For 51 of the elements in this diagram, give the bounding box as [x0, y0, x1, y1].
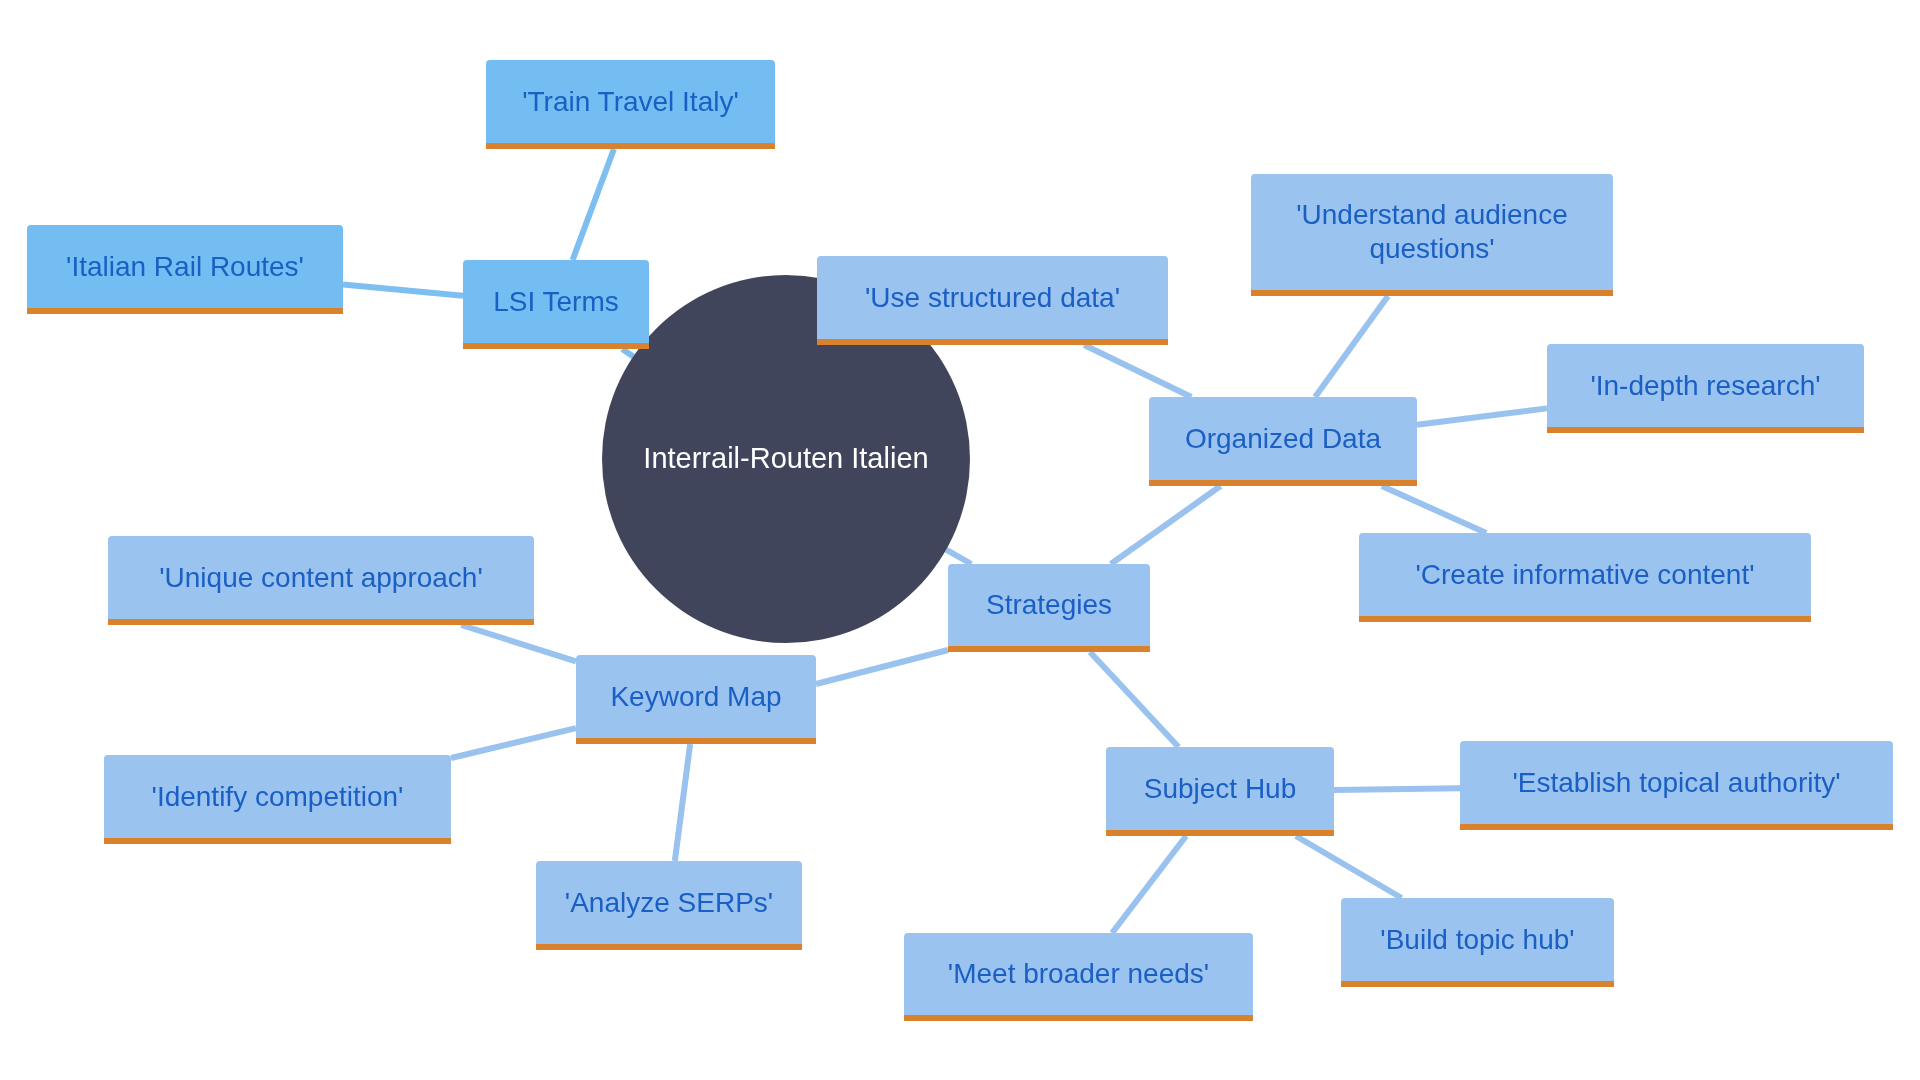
- connector-line: [671, 743, 694, 862]
- topic-text: 'Establish topical authority': [1512, 765, 1841, 800]
- connector-line: [1312, 294, 1391, 399]
- topic-box: [1106, 747, 1334, 836]
- connector-line: [460, 622, 577, 665]
- topic-box: [1251, 174, 1613, 296]
- topic-box: [486, 60, 775, 149]
- topic-box: [1341, 898, 1614, 987]
- topic-text: 'Meet broader needs': [947, 957, 1210, 991]
- topic-box: [817, 256, 1168, 345]
- topic-box: [104, 755, 451, 844]
- connector-line: [1333, 785, 1461, 793]
- topic-text: 'Use structured data': [864, 280, 1120, 315]
- topic-text: 'Understand audience questions': [1295, 198, 1569, 266]
- topic-text: Subject Hub: [1143, 771, 1297, 806]
- connector-line: [1109, 834, 1189, 935]
- connector-line: [1082, 342, 1193, 400]
- connector-line: [1416, 405, 1548, 428]
- topic-text: 'In-depth research': [1590, 368, 1821, 403]
- connector-line: [342, 281, 464, 299]
- topic-box: [1547, 344, 1864, 433]
- topic-text: LSI Terms: [493, 284, 619, 319]
- topic-text: 'Build topic hub': [1380, 922, 1575, 957]
- connector-line: [1380, 483, 1488, 536]
- topic-text: Keyword Map: [610, 679, 782, 714]
- connector-line: [1087, 649, 1181, 750]
- topic-box: [463, 260, 649, 349]
- connector-line: [944, 547, 973, 567]
- topic-text: Organized Data: [1184, 421, 1382, 456]
- topic-text: Strategies: [985, 588, 1113, 622]
- topic-text: 'Italian Rail Routes': [66, 249, 304, 284]
- connector-line: [450, 725, 577, 761]
- topic-box: [1149, 397, 1417, 486]
- topic-text: 'Unique content approach': [159, 560, 483, 595]
- topic-box: [948, 564, 1150, 652]
- topic-box: [1460, 741, 1893, 830]
- topic-box: [576, 655, 816, 744]
- topic-box: [536, 861, 802, 950]
- topic-text: 'Analyze SERPs': [564, 885, 774, 920]
- connector-line: [1109, 483, 1223, 567]
- topic-text: 'Train Travel Italy': [522, 84, 739, 119]
- topic-box: [1359, 533, 1811, 622]
- topic-box: [108, 536, 534, 625]
- topic-text: 'Create informative content': [1415, 557, 1755, 592]
- connector-line: [815, 647, 949, 687]
- topic-text: 'Identify competition': [151, 779, 404, 814]
- topic-text: Interrail-Routen Italien: [642, 441, 930, 477]
- topic-box: [27, 225, 343, 314]
- topic-box: [904, 933, 1253, 1021]
- connector-line: [1294, 833, 1404, 901]
- connector-line: [569, 147, 617, 262]
